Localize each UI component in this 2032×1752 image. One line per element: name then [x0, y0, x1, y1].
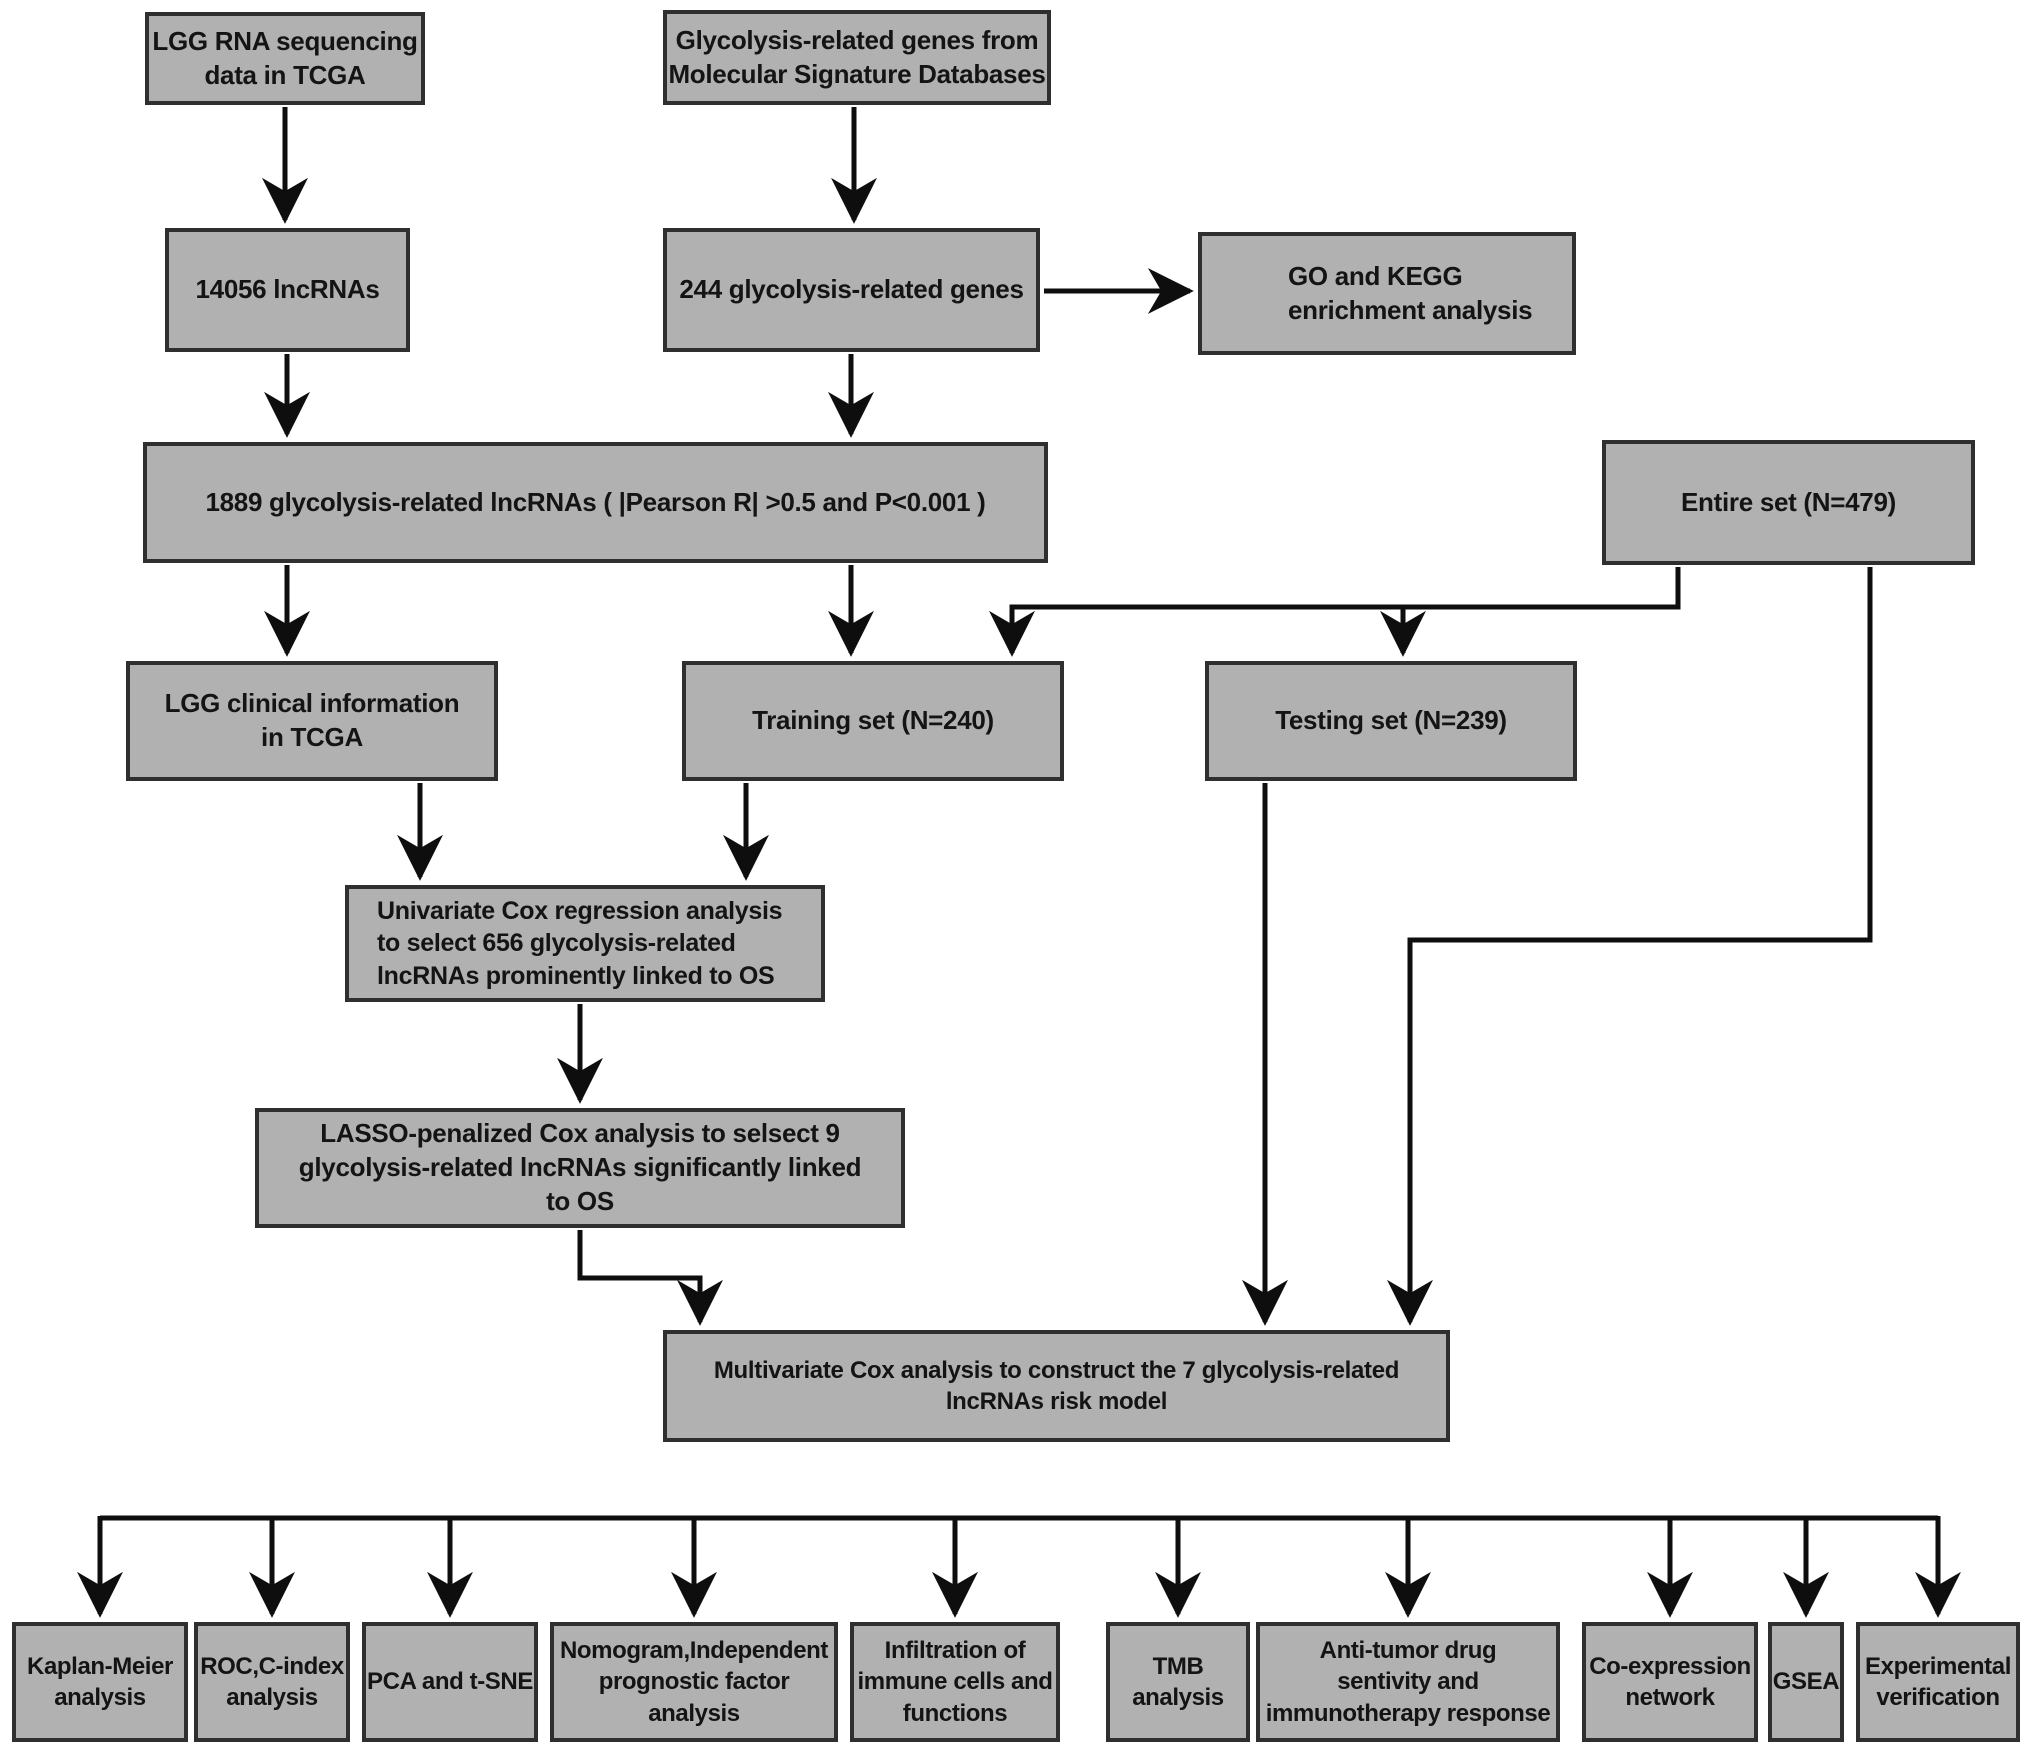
node-lgg-clinical-info: LGG clinical information in TCGA [126, 661, 498, 781]
node-univariate-cox: Univariate Cox regression analysis to se… [345, 885, 825, 1002]
node-training-set: Training set (N=240) [682, 661, 1064, 781]
node-244-glycolysis-genes: 244 glycolysis-related genes [663, 228, 1040, 352]
node-kaplan-meier: Kaplan-Meier analysis [12, 1622, 188, 1742]
arrow-lasso-to-multivariate [577, 1230, 723, 1326]
node-experimental-verification: Experimental verification [1856, 1622, 2020, 1742]
node-coexpression-network: Co-expression network [1582, 1622, 1758, 1742]
node-antitumor-drug: Anti-tumor drug sentivity and immunother… [1256, 1622, 1560, 1742]
node-testing-set: Testing set (N=239) [1205, 661, 1577, 781]
node-go-kegg-enrichment: GO and KEGG enrichment analysis [1198, 232, 1576, 355]
node-roc-c-index: ROC,C-index analysis [194, 1622, 350, 1742]
node-14056-lncrnas: 14056 lncRNAs [165, 228, 410, 352]
node-gsea: GSEA [1768, 1622, 1844, 1742]
node-lgg-rna-sequencing: LGG RNA sequencing data in TCGA [145, 12, 425, 105]
node-pca-tsne: PCA and t-SNE [362, 1622, 538, 1742]
node-multivariate-cox: Multivariate Cox analysis to construct t… [663, 1330, 1450, 1442]
arrow-entire-to-training [989, 567, 1681, 657]
node-lasso-cox: LASSO-penalized Cox analysis to selsect … [255, 1108, 905, 1228]
node-immune-infiltration: Infiltration of immune cells and functio… [850, 1622, 1060, 1742]
node-glycolysis-genes-msigdb: Glycolysis-related genes from Molecular … [663, 10, 1051, 105]
arrow-entire-to-multivariate [1387, 567, 1873, 1326]
node-1889-glycolysis-lncrnas: 1889 glycolysis-related lncRNAs ( |Pears… [143, 442, 1048, 563]
node-entire-set: Entire set (N=479) [1602, 440, 1975, 565]
node-nomogram-prognostic: Nomogram,Independent prognostic factor a… [550, 1622, 838, 1742]
node-tmb-analysis: TMB analysis [1106, 1622, 1250, 1742]
